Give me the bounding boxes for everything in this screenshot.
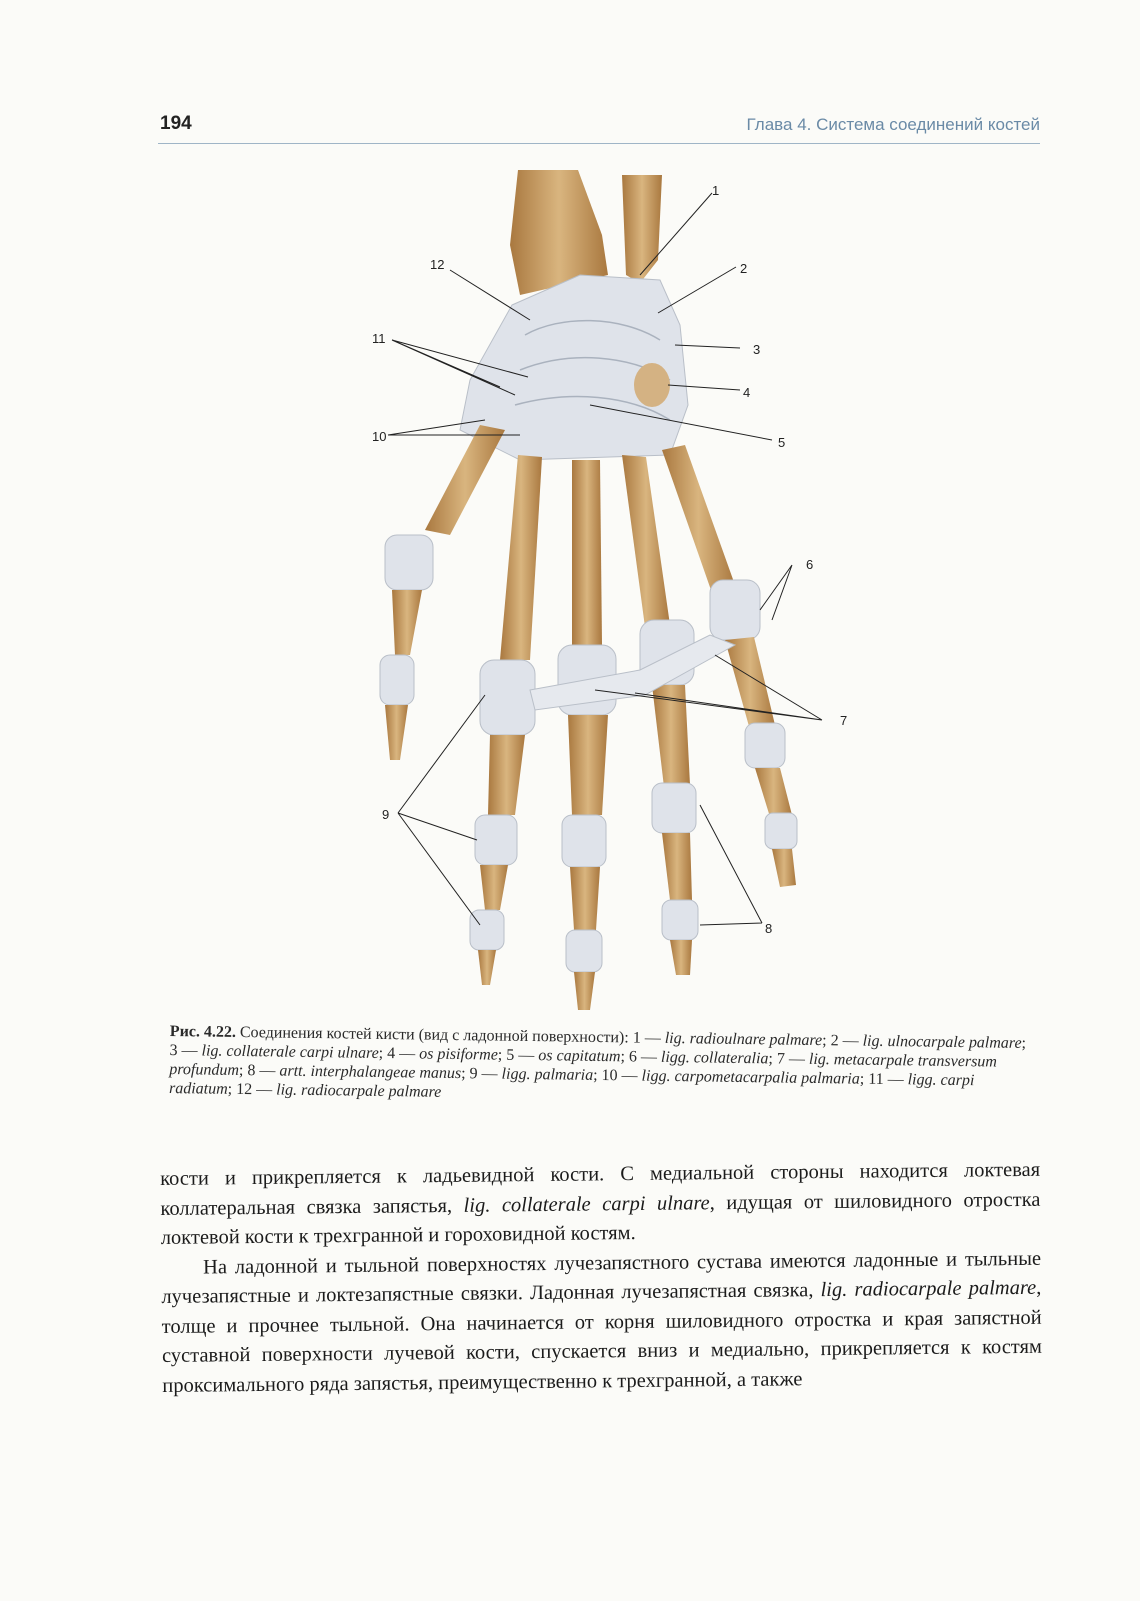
caption-separator: ; 7 — <box>768 1050 810 1068</box>
thumb <box>425 425 505 535</box>
label-10: 10 <box>372 429 386 444</box>
label-7: 7 <box>840 713 847 728</box>
caption-term-12: lig. radiocarpale palmare <box>276 1081 442 1101</box>
label-12: 12 <box>430 257 444 272</box>
caption-separator: ; 10 — <box>593 1066 642 1085</box>
figure-id: Рис. 4.22. <box>169 1022 237 1041</box>
label-1: 1 <box>712 183 719 198</box>
ulna-bone <box>622 175 662 283</box>
hand-illustration: 1 2 3 4 5 6 7 8 9 10 11 12 <box>372 170 847 1010</box>
carpal-ligaments <box>459 274 689 461</box>
label-4: 4 <box>743 385 750 400</box>
label-3: 3 <box>753 342 760 357</box>
label-8: 8 <box>765 921 772 936</box>
ring-finger <box>622 455 670 627</box>
label-5: 5 <box>778 435 785 450</box>
header-rule <box>158 143 1040 144</box>
caption-term-10: ligg. carpometacarpalia palmaria <box>641 1067 860 1088</box>
caption-separator: ; 4 — <box>378 1044 420 1063</box>
hand-ligaments-figure: 1 2 3 4 5 6 7 8 9 10 11 12 <box>340 165 880 1025</box>
caption-term-2: lig. ulnocarpale palmare <box>862 1032 1022 1052</box>
caption-separator: ; 11 — <box>859 1070 908 1089</box>
radius-bone <box>510 170 608 295</box>
caption-separator: ; 6 — <box>620 1048 662 1066</box>
label-11: 11 <box>372 331 386 346</box>
label-6: 6 <box>806 557 813 572</box>
caption-term-5: os capitatum <box>538 1047 621 1066</box>
paragraph-1: кости и прикрепляется к ладьевидной кост… <box>160 1158 1041 1249</box>
running-head: Глава 4. Система соединений костей <box>746 115 1040 134</box>
caption-term-1: lig. radioulnare palmare <box>664 1029 823 1050</box>
caption-term-9: ligg. palmaria <box>501 1065 594 1084</box>
middle-finger <box>572 460 602 645</box>
body-text: кости и прикрепляется к ладьевидной кост… <box>160 1156 1042 1401</box>
caption-term-6: ligg. collateralia <box>660 1048 769 1068</box>
label-2: 2 <box>740 261 747 276</box>
caption-separator: ; 2 — <box>822 1032 863 1050</box>
caption-separator: ; 9 — <box>461 1065 502 1083</box>
caption-separator: ; 5 — <box>497 1046 539 1065</box>
caption-term-8: artt. interphalangeae manus <box>279 1062 462 1083</box>
caption-separator: ; 8 — <box>238 1061 280 1080</box>
page-number: 194 <box>160 113 192 134</box>
figure-caption: Рис. 4.22. Соединения костей кисти (вид … <box>169 1022 1038 1110</box>
caption-term-3: lig. collaterale carpi ulnare <box>201 1042 379 1062</box>
label-9: 9 <box>382 807 389 822</box>
index-finger <box>500 455 542 660</box>
paragraph-2: На ладонной и тыльной поверхностях лучез… <box>161 1247 1043 1397</box>
little-finger <box>662 445 735 593</box>
caption-term-4: os pisiforme <box>419 1045 498 1064</box>
caption-separator: ; 12 — <box>227 1080 277 1099</box>
